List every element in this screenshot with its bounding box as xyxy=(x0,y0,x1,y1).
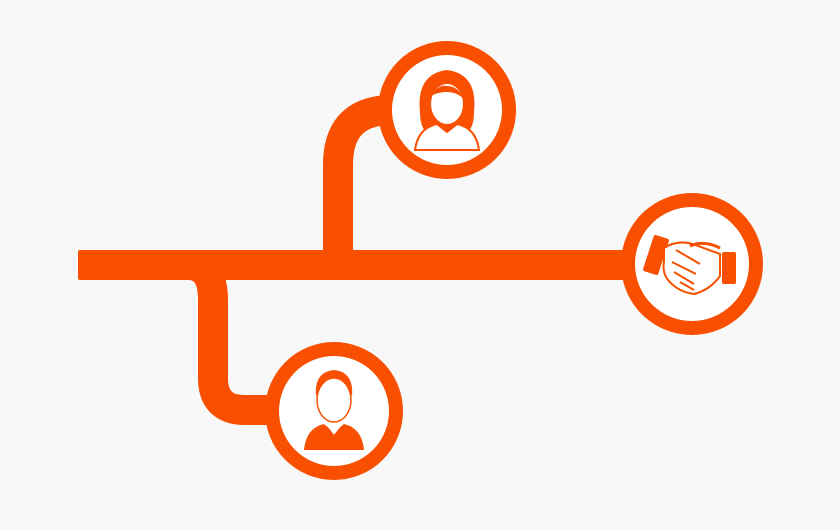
main-trunk-line xyxy=(78,250,638,280)
handshake-icon xyxy=(643,234,736,296)
woman-avatar-icon xyxy=(413,70,481,151)
node-top-person xyxy=(378,41,516,179)
node-bottom-person xyxy=(265,342,403,480)
node-handshake xyxy=(621,193,763,335)
lower-branch-line xyxy=(186,250,275,425)
man-avatar-icon xyxy=(304,370,364,450)
